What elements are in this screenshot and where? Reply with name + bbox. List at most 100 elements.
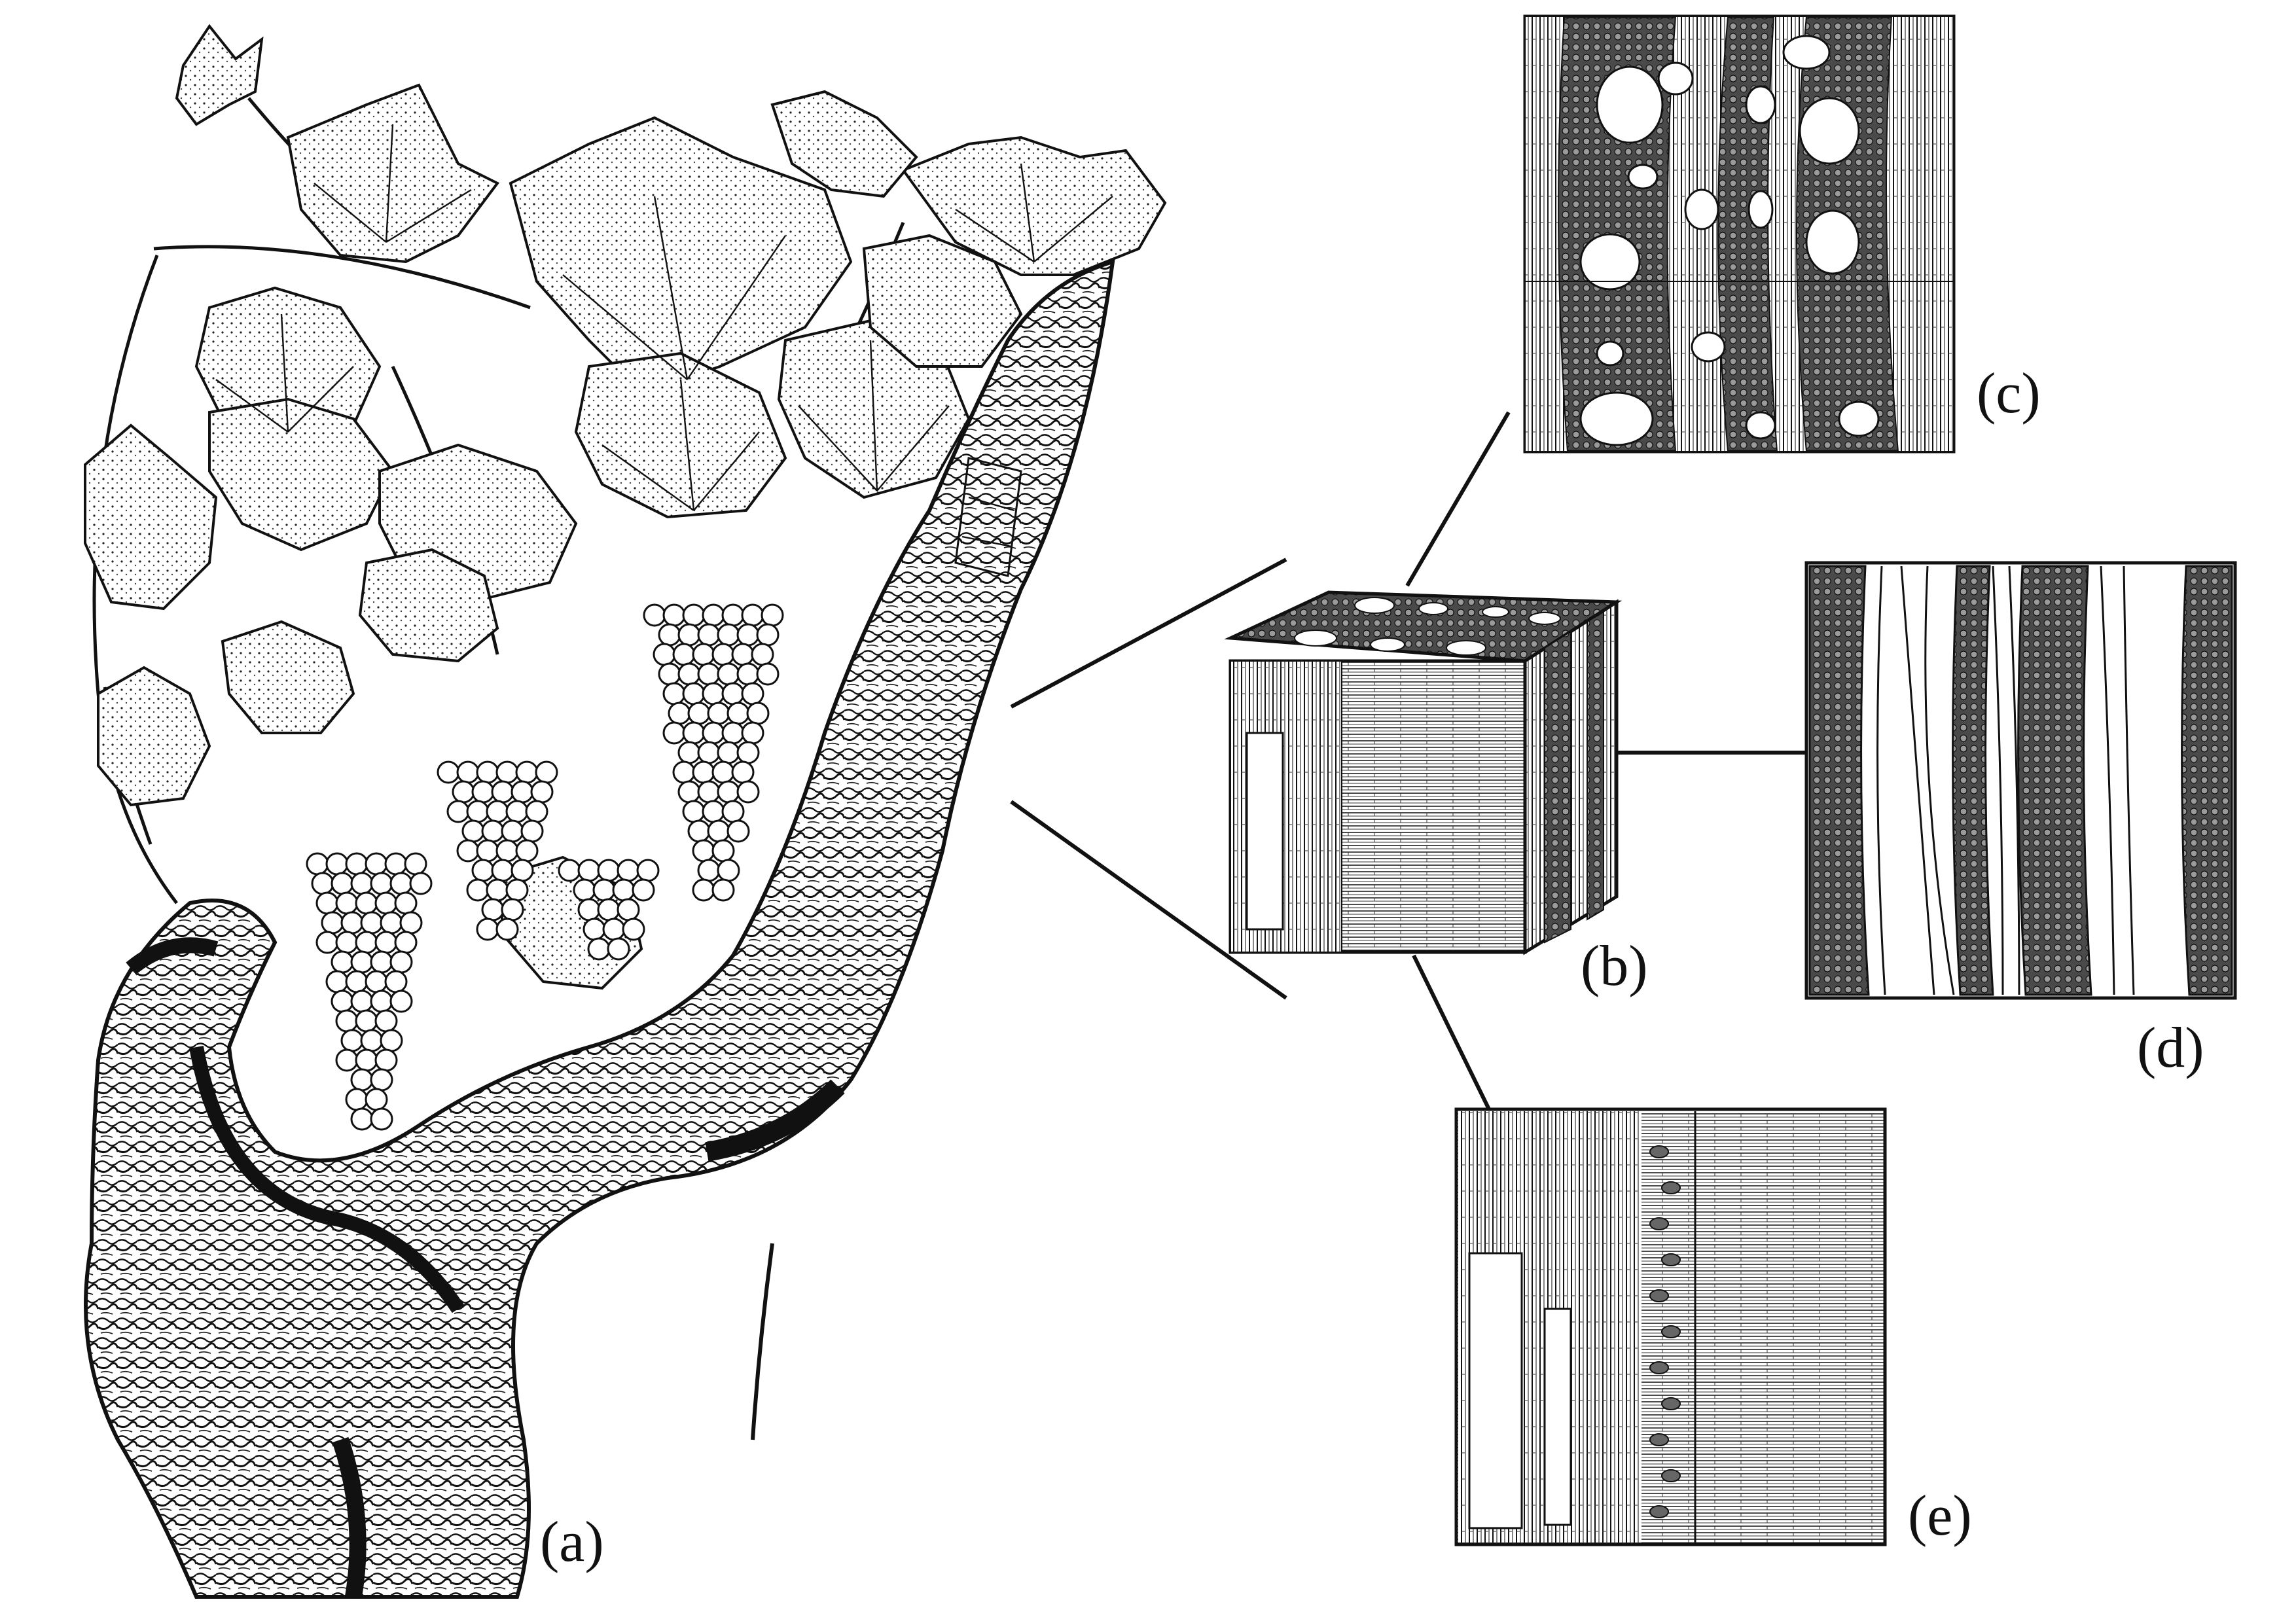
grape [682,800,706,823]
leaf [862,234,1023,368]
panel-label-e: (e) [1908,1484,1972,1548]
grape [721,800,745,823]
grape [456,839,480,863]
grape [486,800,509,823]
grape [384,852,408,876]
grape [617,898,640,921]
ray-cell [1661,1469,1681,1482]
grape [597,898,620,921]
ray-cell [1649,1145,1669,1158]
leaf [286,83,500,264]
leaf [97,666,211,807]
grape [360,911,384,935]
grape [355,1009,378,1033]
connector-lines [1010,411,1806,1111]
ray-cell [1661,1325,1681,1338]
grape [717,623,740,647]
section-e-vessel [1543,1308,1572,1526]
vessel [1691,331,1726,363]
grape [662,721,686,745]
vessel [1627,164,1659,190]
grape [711,878,735,902]
grape [717,662,740,686]
grape [736,623,760,647]
grape [476,760,499,784]
grape [597,859,620,882]
block-front-vessel [1246,732,1284,931]
grape [577,898,601,921]
vine-trunk [84,259,1115,1599]
connector-block-to-e [1412,954,1491,1111]
leaf [221,620,355,734]
grape [677,662,701,686]
grape [697,859,721,882]
grape [672,643,696,666]
grape [677,780,701,804]
grape [437,760,460,784]
grape [331,990,354,1013]
grape [717,780,740,804]
grape [520,819,544,843]
grape [717,741,740,764]
grape [726,702,750,725]
ray-cell [1649,1505,1669,1518]
vessel [1579,391,1654,446]
grape [394,891,418,915]
grape [355,891,378,915]
connector-trunk-to-block-upper [1010,558,1287,709]
grape [389,872,413,895]
grape [761,603,784,627]
grape [446,800,470,823]
grape [350,950,374,974]
panel-label-c: (c) [1977,362,2041,425]
panel-label-b: (b) [1581,935,1648,998]
vessel [1657,62,1694,96]
grape [702,603,725,627]
panel-e-radial-section: (e) [1454,1107,1972,1548]
grape [355,931,378,954]
section-d-ray-bands [1808,565,2233,996]
grape [380,911,403,935]
grape [702,682,725,705]
grape [365,852,388,876]
grape [658,662,681,686]
grape [515,760,539,784]
grape [636,859,660,882]
grape [360,1029,384,1052]
grape [736,741,760,764]
grape [331,950,354,974]
grape [687,702,711,725]
grape [495,760,519,784]
grape [471,780,495,804]
grape [476,839,499,863]
grape [374,1009,398,1033]
grape [756,662,780,686]
grape [471,859,495,882]
grape [370,1068,393,1092]
leaf [208,397,395,552]
panel-a-grapevine: (a) [84,24,1167,1599]
grape [573,878,596,902]
vessel [1596,340,1624,366]
vessel [1748,190,1774,229]
grape [711,839,735,863]
grape [345,1088,368,1111]
grape [692,643,715,666]
connector-block-to-c [1405,411,1511,587]
grape [511,780,534,804]
grape [350,990,374,1013]
section-c-fiber-bands [1524,16,1954,452]
section-c-frame [1523,14,1956,454]
grape [583,918,606,941]
grape [374,931,398,954]
grape [662,603,686,627]
grape [335,931,359,954]
grape [374,891,398,915]
grape [315,891,339,915]
grape [692,878,715,902]
grape [558,859,581,882]
grape [505,800,529,823]
grape [321,911,344,935]
grape [717,859,740,882]
grape [491,859,514,882]
